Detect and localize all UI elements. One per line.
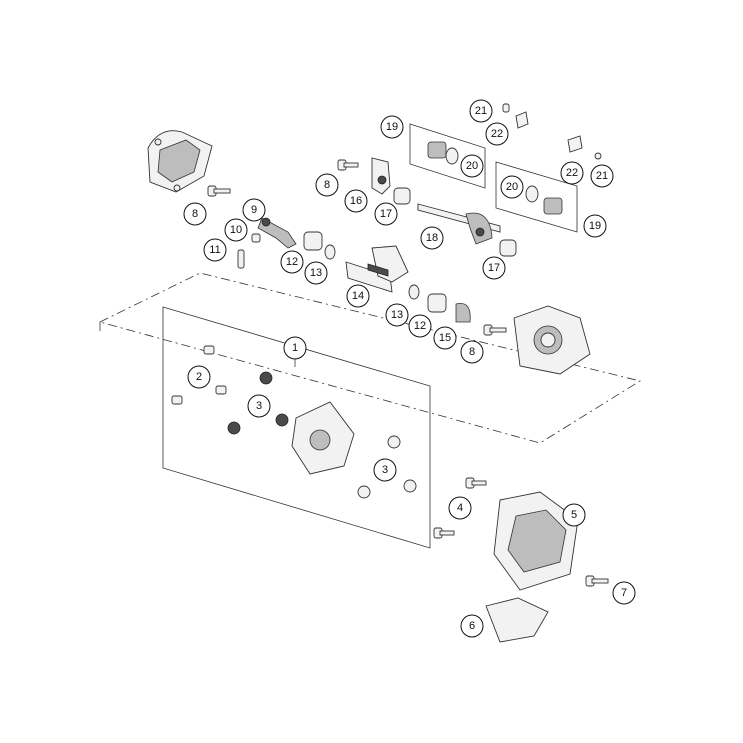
- callout-7: 7: [612, 581, 636, 605]
- svg-text:11: 11: [209, 244, 220, 256]
- callout-15: 15: [433, 326, 457, 350]
- callout-8c: 8: [460, 340, 484, 364]
- bolt-4-upper: [465, 477, 487, 489]
- kit-contents: [171, 345, 417, 499]
- ratchet-lower: [525, 185, 563, 215]
- bushing-12-lower: [427, 293, 447, 313]
- kit-frame-19-upper: [409, 123, 486, 189]
- shift-fork: [371, 157, 391, 195]
- callout-21a: 21: [469, 99, 493, 123]
- bushing-17-lower: [499, 239, 517, 257]
- upper-cover: [147, 130, 213, 193]
- screw-21-lower: [594, 152, 602, 160]
- svg-text:19: 19: [386, 121, 398, 133]
- bolt-8-top: [337, 159, 359, 171]
- segment-15: [455, 303, 471, 323]
- svg-text:14: 14: [352, 290, 364, 302]
- svg-text:8: 8: [192, 208, 198, 220]
- screw-21-upper: [502, 103, 510, 113]
- svg-text:22: 22: [566, 167, 578, 179]
- svg-text:21: 21: [596, 170, 608, 182]
- callout-11: 11: [203, 238, 227, 262]
- callouts: 1 2 3 3 4 5 6 7 8 8 8 9 10 11 12 12 13 1…: [183, 99, 636, 638]
- callout-16: 16: [344, 189, 368, 213]
- svg-text:13: 13: [391, 309, 403, 321]
- svg-text:21: 21: [475, 105, 487, 117]
- plate-22-lower: [567, 135, 583, 153]
- plate-22-upper: [515, 111, 529, 129]
- callout-13a: 13: [304, 261, 328, 285]
- svg-text:17: 17: [488, 262, 500, 274]
- callout-22a: 22: [485, 122, 509, 146]
- bolt-8-right: [483, 324, 507, 336]
- callout-2: 2: [187, 365, 211, 389]
- callout-6: 6: [460, 614, 484, 638]
- svg-text:7: 7: [621, 587, 627, 599]
- callout-17a: 17: [374, 202, 398, 226]
- svg-text:1: 1: [292, 342, 298, 354]
- svg-text:17: 17: [380, 208, 392, 220]
- shift-drum: [345, 245, 409, 293]
- guard-6: [485, 597, 549, 643]
- kit-frame-19-lower: [495, 161, 578, 233]
- svg-text:20: 20: [506, 181, 518, 193]
- svg-text:16: 16: [350, 195, 362, 207]
- svg-text:10: 10: [230, 224, 242, 236]
- svg-text:12: 12: [286, 256, 298, 268]
- callout-19a: 19: [380, 115, 404, 139]
- callout-17b: 17: [482, 256, 506, 280]
- callout-21b: 21: [590, 164, 614, 188]
- bolt-4-lower: [433, 527, 455, 539]
- shift-shaft: [417, 203, 501, 245]
- callout-10: 10: [224, 218, 248, 242]
- bushing-17-upper: [393, 187, 411, 205]
- svg-text:13: 13: [310, 267, 322, 279]
- bolt-7: [585, 575, 609, 587]
- callout-3b: 3: [373, 458, 397, 482]
- svg-text:12: 12: [414, 320, 426, 332]
- svg-text:3: 3: [382, 464, 388, 476]
- bushing-12-upper: [303, 231, 323, 251]
- svg-text:15: 15: [439, 332, 451, 344]
- svg-text:8: 8: [469, 346, 475, 358]
- callout-19b: 19: [583, 214, 607, 238]
- callout-3a: 3: [247, 394, 271, 418]
- callout-1: 1: [283, 336, 307, 360]
- svg-text:18: 18: [426, 232, 438, 244]
- assembly-dashed-outline: [99, 272, 642, 444]
- svg-text:6: 6: [469, 620, 475, 632]
- svg-text:22: 22: [491, 128, 503, 140]
- callout-20b: 20: [500, 175, 524, 199]
- svg-text:9: 9: [251, 204, 257, 216]
- clutch-cover: [493, 491, 579, 591]
- bolt-8-left: [207, 185, 231, 197]
- ratchet-upper: [427, 141, 459, 165]
- shift-lever-assembly: [237, 217, 297, 269]
- svg-text:2: 2: [196, 371, 202, 383]
- callout-9: 9: [242, 198, 266, 222]
- callout-4: 4: [448, 496, 472, 520]
- washer-13-upper: [324, 244, 336, 260]
- callout-14: 14: [346, 284, 370, 308]
- callout-13b: 13: [385, 303, 409, 327]
- svg-text:19: 19: [589, 220, 601, 232]
- svg-text:4: 4: [457, 502, 463, 514]
- repair-kit-frame: [162, 306, 431, 549]
- svg-text:20: 20: [466, 160, 478, 172]
- callout-5: 5: [562, 503, 586, 527]
- callout-8a: 8: [183, 202, 207, 226]
- callout-12a: 12: [280, 250, 304, 274]
- callout-22b: 22: [560, 161, 584, 185]
- callout-18: 18: [420, 226, 444, 250]
- right-housing: [513, 305, 591, 375]
- callout-12b: 12: [408, 314, 432, 338]
- svg-text:3: 3: [256, 400, 262, 412]
- svg-text:8: 8: [324, 179, 330, 191]
- svg-text:5: 5: [571, 509, 577, 521]
- callout-20a: 20: [460, 154, 484, 178]
- washer-13-lower: [408, 284, 420, 300]
- callout-8b: 8: [315, 173, 339, 197]
